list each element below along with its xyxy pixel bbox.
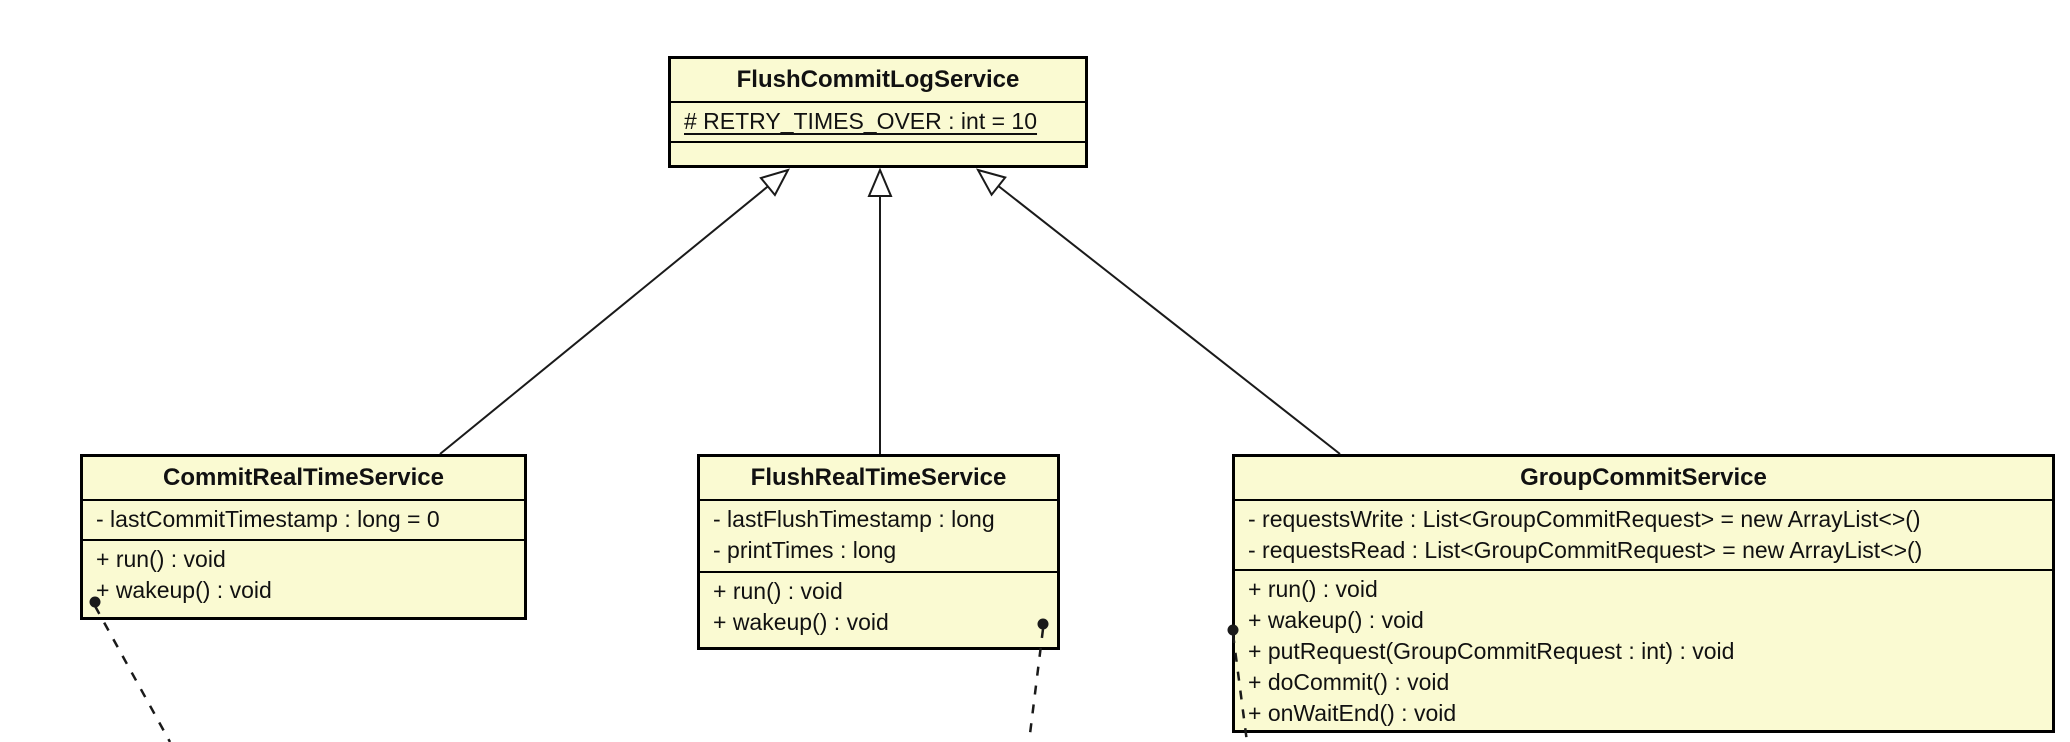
class-attribute: - requestsRead : List<GroupCommitRequest… [1248,537,1923,563]
generalization-edge-groupcommitservice [977,169,1341,455]
inheritance-triangle-icon [759,168,790,197]
class-method: + wakeup() : void [1248,607,1424,633]
inheritance-triangle-icon [975,168,1007,197]
note-anchor-dashed-line [93,605,172,742]
class-attributes-compartment: # RETRY_TIMES_OVER : int = 10 [671,103,1085,143]
class-attributes-compartment: - lastCommitTimestamp : long = 0 [83,501,524,541]
class-method: + run() : void [713,578,843,604]
class-methods-compartment [671,143,1085,165]
class-method: + wakeup() : void [96,577,272,603]
class-attribute: # RETRY_TIMES_OVER : int = 10 [684,108,1038,134]
class-attribute: - printTimes : long [713,537,897,563]
class-method: + doCommit() : void [1248,669,1450,695]
class-method: + onWaitEnd() : void [1248,700,1457,726]
class-attribute: - lastCommitTimestamp : long = 0 [96,506,440,532]
class-title: CommitRealTimeService [83,457,524,501]
class-box-flushcommitlogservice: FlushCommitLogService # RETRY_TIMES_OVER… [668,56,1088,168]
class-title: FlushCommitLogService [671,59,1085,103]
class-method: + run() : void [96,546,226,572]
class-attributes-compartment: - lastFlushTimestamp : long - printTimes… [700,501,1057,573]
class-method: + wakeup() : void [713,609,889,635]
inheritance-triangle-icon [867,167,893,197]
class-methods-compartment: + run() : void + wakeup() : void + putRe… [1235,571,2052,730]
class-title: FlushRealTimeService [700,457,1057,501]
generalization-edge-commitrealtimeservice [439,169,789,455]
class-method: + run() : void [1248,576,1378,602]
class-box-commitrealtimeservice: CommitRealTimeService - lastCommitTimest… [80,454,527,620]
class-box-flushrealtimeservice: FlushRealTimeService - lastFlushTimestam… [697,454,1060,650]
class-attributes-compartment: - requestsWrite : List<GroupCommitReques… [1235,501,2052,571]
class-title: GroupCommitService [1235,457,2052,501]
class-attribute: - requestsWrite : List<GroupCommitReques… [1248,506,1921,532]
class-box-groupcommitservice: GroupCommitService - requestsWrite : Lis… [1232,454,2055,733]
class-attribute: - lastFlushTimestamp : long [713,506,995,532]
class-method: + putRequest(GroupCommitRequest : int) :… [1248,638,1735,664]
class-methods-compartment: + run() : void + wakeup() : void [700,573,1057,647]
class-methods-compartment: + run() : void + wakeup() : void [83,541,524,617]
